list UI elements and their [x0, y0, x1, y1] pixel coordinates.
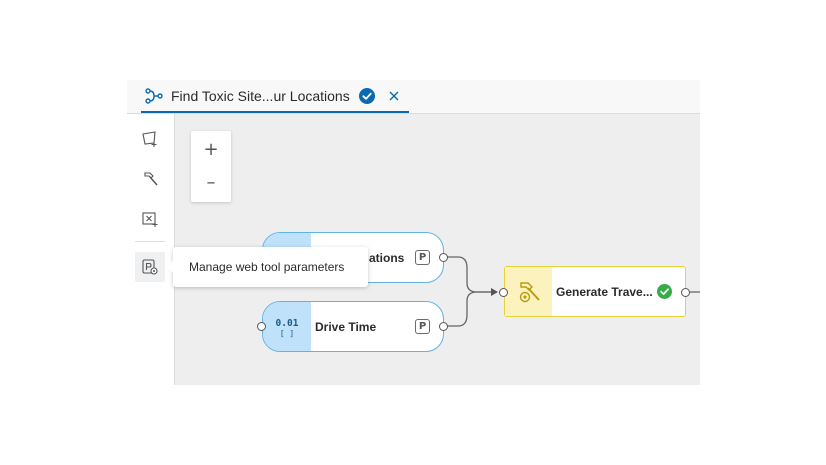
tooltip: Manage web tool parameters — [167, 247, 368, 287]
input-port[interactable] — [499, 288, 508, 297]
add-data-button[interactable] — [135, 124, 165, 154]
side-toolbar — [127, 114, 175, 385]
svg-text:0.01: 0.01 — [276, 318, 299, 329]
tab-title: Find Toxic Site...ur Locations — [171, 87, 350, 104]
model-flow-icon — [145, 87, 163, 104]
tooltip-text: Manage web tool parameters — [189, 260, 345, 274]
tab-model[interactable]: Find Toxic Site...ur Locations — [141, 80, 409, 113]
input-port[interactable] — [257, 322, 266, 331]
output-port[interactable] — [681, 288, 690, 297]
check-circle-icon — [358, 87, 375, 104]
node-generate-travel[interactable]: Generate Trave... — [504, 266, 686, 317]
tooltip-arrow — [167, 261, 173, 273]
tool-hammer-gear-icon — [505, 267, 552, 316]
tools-hammer-icon — [144, 172, 158, 186]
manage-parameters-button[interactable] — [135, 252, 165, 282]
toolbar-divider — [135, 241, 165, 242]
zoom-control: + – — [191, 131, 231, 202]
zoom-in-button[interactable]: + — [203, 138, 219, 160]
node-label: Generate Trave... — [556, 284, 653, 299]
linear-unit-icon: 0.01 [ ] — [263, 302, 311, 351]
connector-arrowhead — [491, 288, 498, 296]
zoom-out-button[interactable]: – — [206, 171, 216, 193]
tools-button[interactable] — [135, 164, 165, 194]
output-port[interactable] — [439, 322, 448, 331]
connector-lines — [447, 256, 700, 327]
parameter-badge: P — [415, 250, 430, 265]
model-builder-window: Find Toxic Site...ur Locations — [127, 80, 700, 385]
parameter-badge: P — [415, 319, 430, 334]
node-drive-time[interactable]: 0.01 [ ] Drive Time P — [262, 301, 444, 352]
check-circle-icon — [657, 284, 672, 299]
add-data-icon — [142, 131, 157, 147]
add-variable-icon — [142, 212, 158, 227]
close-icon[interactable] — [387, 89, 401, 103]
svg-text:[ ]: [ ] — [280, 329, 294, 338]
node-label: Drive Time — [315, 319, 377, 334]
node-label: ations — [369, 250, 405, 265]
tab-bar: Find Toxic Site...ur Locations — [127, 80, 700, 114]
web-tool-parameters-icon — [142, 259, 158, 275]
add-variable-button[interactable] — [135, 204, 165, 234]
connector-drivetime-to-tool — [447, 291, 493, 327]
connector-locations-to-tool — [447, 256, 493, 293]
output-port[interactable] — [439, 253, 448, 262]
